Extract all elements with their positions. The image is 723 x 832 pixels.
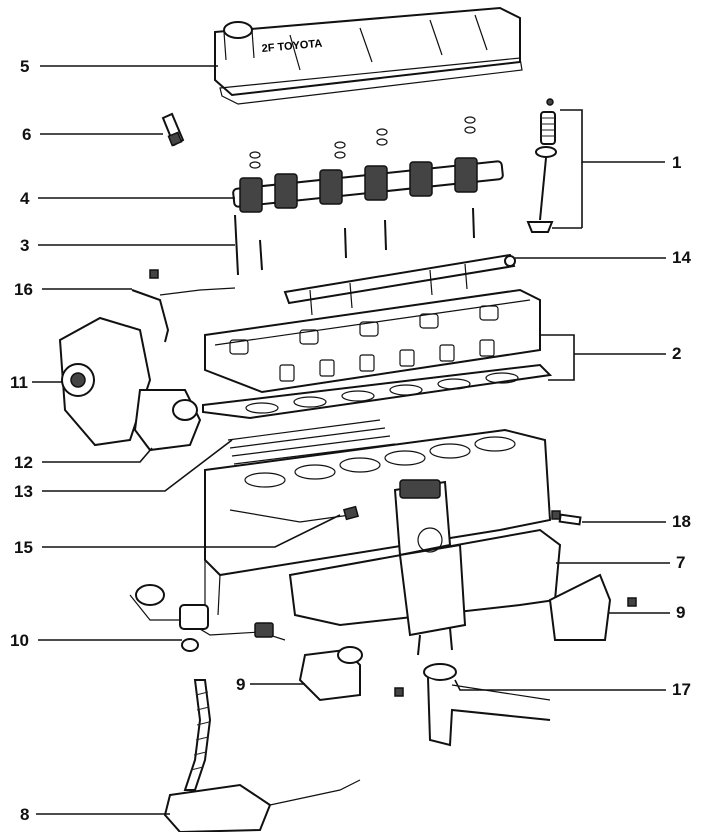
callout-14: 14 (515, 248, 691, 267)
oil-pipe (283, 253, 516, 316)
valve-cover: 2F TOYOTA (214, 6, 523, 105)
callout-label: 16 (14, 280, 33, 299)
gasket-bundle (227, 419, 396, 465)
callout-17: 17 (454, 679, 691, 699)
oil-pickup (163, 679, 361, 832)
pushrods (234, 207, 475, 276)
callout-13: 13 (14, 439, 233, 501)
oil-line (229, 505, 360, 523)
rocker-arm-assembly (232, 116, 504, 213)
callout-label: 4 (20, 189, 30, 208)
valve-cover-marking: 2F TOYOTA (261, 38, 323, 55)
callout-label: 13 (14, 482, 33, 501)
callout-label: 2 (672, 344, 681, 363)
callout-label: 8 (20, 805, 29, 824)
callout-5: 5 (20, 57, 218, 76)
distributor (129, 584, 286, 652)
callout-15: 15 (14, 514, 341, 557)
callout-3: 3 (20, 236, 235, 255)
callout-18: 18 (582, 512, 691, 531)
spark-plug (161, 112, 185, 147)
bypass-pipe (131, 269, 236, 343)
callout-11: 11 (10, 373, 62, 392)
callout-8: 8 (20, 805, 170, 824)
callout-label: 12 (14, 453, 33, 472)
callout-label: 18 (672, 512, 691, 531)
water-pump (58, 316, 202, 452)
callout-label: 1 (672, 153, 681, 172)
bolt (551, 510, 582, 526)
callout-16: 16 (14, 280, 132, 299)
callout-label: 15 (14, 538, 33, 557)
callout-label: 14 (672, 248, 691, 267)
callout-9-center: 9 (236, 675, 305, 694)
callout-label: 9 (236, 675, 245, 694)
callout-10: 10 (10, 631, 182, 650)
bracket-center (298, 646, 404, 702)
callout-4: 4 (20, 189, 235, 208)
valve-assembly (526, 98, 557, 233)
callout-label: 7 (676, 553, 685, 572)
callout-9-right: 9 (608, 603, 685, 622)
callout-label: 3 (20, 236, 29, 255)
exhaust-pipe (423, 663, 551, 747)
heat-shield-right (548, 573, 637, 641)
manifold-carburetor (288, 479, 562, 656)
callout-label: 11 (10, 373, 28, 392)
callout-6: 6 (22, 125, 163, 144)
callout-label: 17 (672, 680, 691, 699)
callout-2: 2 (540, 334, 681, 381)
callout-12: 12 (14, 447, 153, 472)
cylinder-head (204, 288, 541, 394)
callout-label: 10 (10, 631, 29, 650)
head-gasket (202, 363, 553, 420)
callout-1: 1 (552, 109, 681, 229)
callout-label: 6 (22, 125, 31, 144)
callout-label: 9 (676, 603, 685, 622)
callout-label: 5 (20, 57, 29, 76)
callout-7: 7 (556, 553, 685, 572)
